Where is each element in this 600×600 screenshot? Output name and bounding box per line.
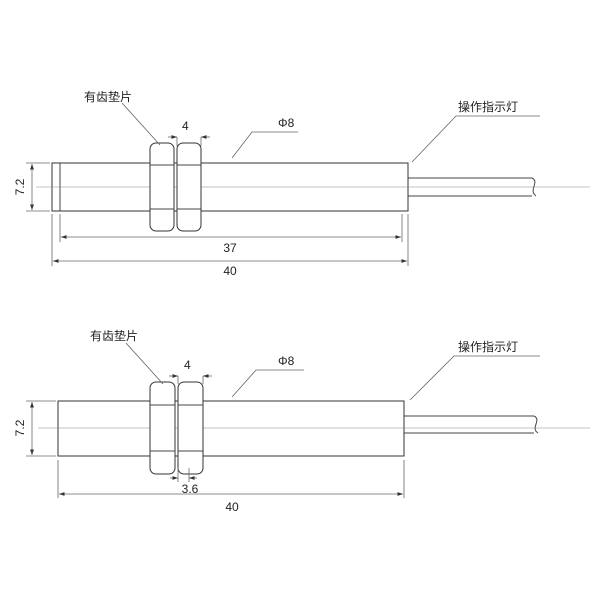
thread-dim-label: 4 [184, 358, 191, 372]
cable-break [533, 415, 539, 434]
diameter-label: Φ8 [278, 116, 295, 130]
height-dim-label: 7.2 [13, 178, 27, 195]
hex-nut-left [149, 142, 175, 232]
washer-label: 有齿垫片 [84, 89, 132, 104]
height-dim-label: 7.2 [13, 419, 27, 436]
sensor-diagram-top: 有齿垫片 4 Φ8 操作指示灯 7.2 37 40 [13, 89, 590, 278]
hex-nut-right [177, 381, 204, 475]
cable-break [531, 177, 537, 197]
diameter-leader [231, 369, 304, 398]
indicator-leader [409, 355, 540, 401]
diameter-label: Φ8 [278, 354, 295, 368]
thread-dim-label: 4 [182, 119, 189, 133]
length-40-label: 40 [225, 500, 239, 514]
length-37-label: 37 [223, 241, 237, 255]
washer-leader [125, 342, 164, 385]
indicator-leader [411, 115, 540, 163]
indicator-label: 操作指示灯 [458, 339, 518, 354]
diameter-leader [231, 131, 298, 159]
sensor-body [57, 400, 405, 457]
nut-dim-label: 3.6 [182, 482, 199, 496]
hex-nut-right [176, 142, 202, 232]
hex-nut-left [149, 381, 176, 475]
washer-leader [121, 102, 161, 146]
sensor-diagram-bottom: 有齿垫片 4 Φ8 操作指示灯 7.2 3.6 40 [13, 328, 590, 514]
washer-label: 有齿垫片 [90, 328, 138, 343]
indicator-label: 操作指示灯 [458, 99, 518, 114]
length-40-label: 40 [223, 264, 237, 278]
